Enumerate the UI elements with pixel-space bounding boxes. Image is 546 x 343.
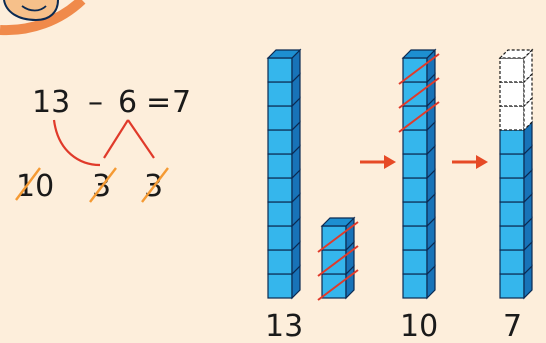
unit-cube <box>499 216 533 252</box>
minuend-split-line <box>52 119 101 167</box>
unit-cube <box>499 144 533 180</box>
decomposition-numbers: 10 3 3 <box>15 167 169 204</box>
subtrahend-split-right <box>127 119 155 159</box>
unit-cube <box>499 264 533 300</box>
arrow-right-1 <box>360 155 396 169</box>
unit-cube <box>267 192 301 228</box>
unit-cube <box>267 96 301 132</box>
minuend: 13 <box>32 85 70 120</box>
unit-cube <box>266 48 302 84</box>
cube-strike <box>317 245 359 277</box>
unit-cube <box>267 264 301 300</box>
cube-strike <box>317 221 359 253</box>
unit-cube <box>267 216 301 252</box>
cube-tower-4 <box>498 48 534 300</box>
tower-label-7: 7 <box>503 309 522 343</box>
strike-three-a <box>89 167 117 203</box>
strike-ten <box>15 167 41 201</box>
arrow-right-2 <box>452 155 488 169</box>
cube-towers <box>266 48 534 301</box>
removed-cube <box>499 72 533 108</box>
subtrahend: 6 <box>118 85 137 120</box>
cube-tower-2 <box>317 216 359 301</box>
strike-three-b <box>141 167 169 203</box>
removed-cube <box>498 48 534 84</box>
cube-tower-3 <box>398 48 440 300</box>
cube-strike <box>398 101 440 133</box>
unit-cube <box>402 240 436 276</box>
unit-cube <box>402 216 436 252</box>
unit-cube <box>402 144 436 180</box>
tower-labels: 13 10 7 <box>265 309 522 343</box>
result: 7 <box>172 85 191 120</box>
cube-strike <box>398 77 440 109</box>
subtrahend-split-left <box>103 119 129 159</box>
minus-sign: – <box>88 85 103 120</box>
tower-label-13: 13 <box>265 309 303 343</box>
character-frame <box>0 0 86 36</box>
equals-sign: = <box>146 85 171 120</box>
unit-cube <box>267 168 301 204</box>
equation: 13 – 6 = 7 <box>32 85 191 120</box>
arrows <box>360 155 488 169</box>
decomposition-lines <box>52 119 155 167</box>
tower-label-10: 10 <box>400 309 438 343</box>
cube-strike <box>317 269 359 301</box>
cube-strike <box>398 53 440 85</box>
unit-cube <box>267 120 301 156</box>
unit-cube <box>320 216 356 252</box>
cube-tower-1 <box>266 48 302 300</box>
unit-cube <box>267 72 301 108</box>
